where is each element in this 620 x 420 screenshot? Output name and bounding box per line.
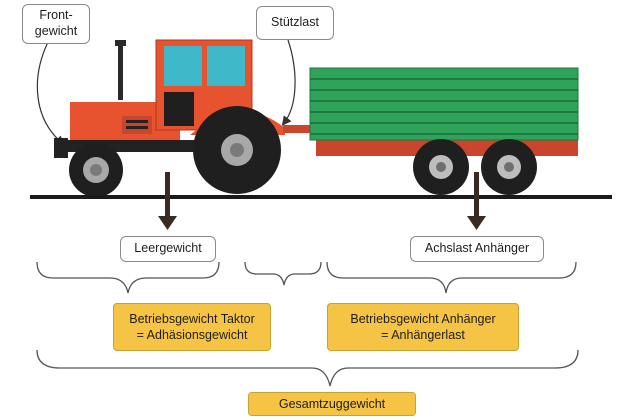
tractor [54,39,318,197]
betriebsgewicht-anhaenger-line1: Betriebsgewicht Anhänger [350,311,496,326]
frontgewicht-callout-arrow [36,41,65,146]
trailer-wheel-2 [481,139,537,195]
betriebsgewicht-anhaenger-box: Betriebsgewicht Anhänger = Anhängerlast [327,303,519,351]
ground-line [30,195,612,199]
achslast-anhaenger-label: Achslast Anhänger [410,236,544,262]
trailer [309,67,579,195]
gesamtzuggewicht-box: Gesamtzuggewicht [248,392,416,416]
front-wheel [69,143,123,197]
leergewicht-brace [36,261,220,294]
gesamt-brace [36,349,579,387]
hitch-bar [283,125,318,133]
cab-window [164,46,202,86]
achslast-anhaenger-label-text: Achslast Anhänger [424,241,530,256]
achslast-arrow [467,172,486,230]
exhaust-pipe [118,42,123,100]
stuetzlast-label-text: Stützlast [271,15,319,30]
stuetzlast-callout-arrow [281,39,296,126]
stuetzlast-label: Stützlast [256,6,334,40]
leergewicht-arrow [158,172,177,230]
frontgewicht-label-line1: Front- [39,8,73,23]
grille [122,116,152,134]
leergewicht-label-text: Leergewicht [134,241,202,256]
achslast-brace [326,261,577,294]
frontgewicht-label-line2: gewicht [34,24,78,38]
leergewicht-label: Leergewicht [120,236,216,262]
betriebsgewicht-traktor-box: Betriebsgewicht Taktor = Adhäsionsgewich… [113,303,271,351]
betriebsgewicht-anhaenger-line2: = Anhängerlast [381,328,465,342]
betriebsgewicht-traktor-line1: Betriebsgewicht Taktor [129,311,255,326]
rear-wheel [193,106,281,194]
betriebsgewicht-traktor-line2: = Adhäsionsgewicht [136,328,248,342]
gesamtzuggewicht-text: Gesamtzuggewicht [278,396,386,411]
trailer-wheel-1 [413,139,469,195]
front-weight [54,138,68,158]
stuetzlast-brace [244,261,322,286]
frontgewicht-label: Front- gewicht [22,4,90,44]
